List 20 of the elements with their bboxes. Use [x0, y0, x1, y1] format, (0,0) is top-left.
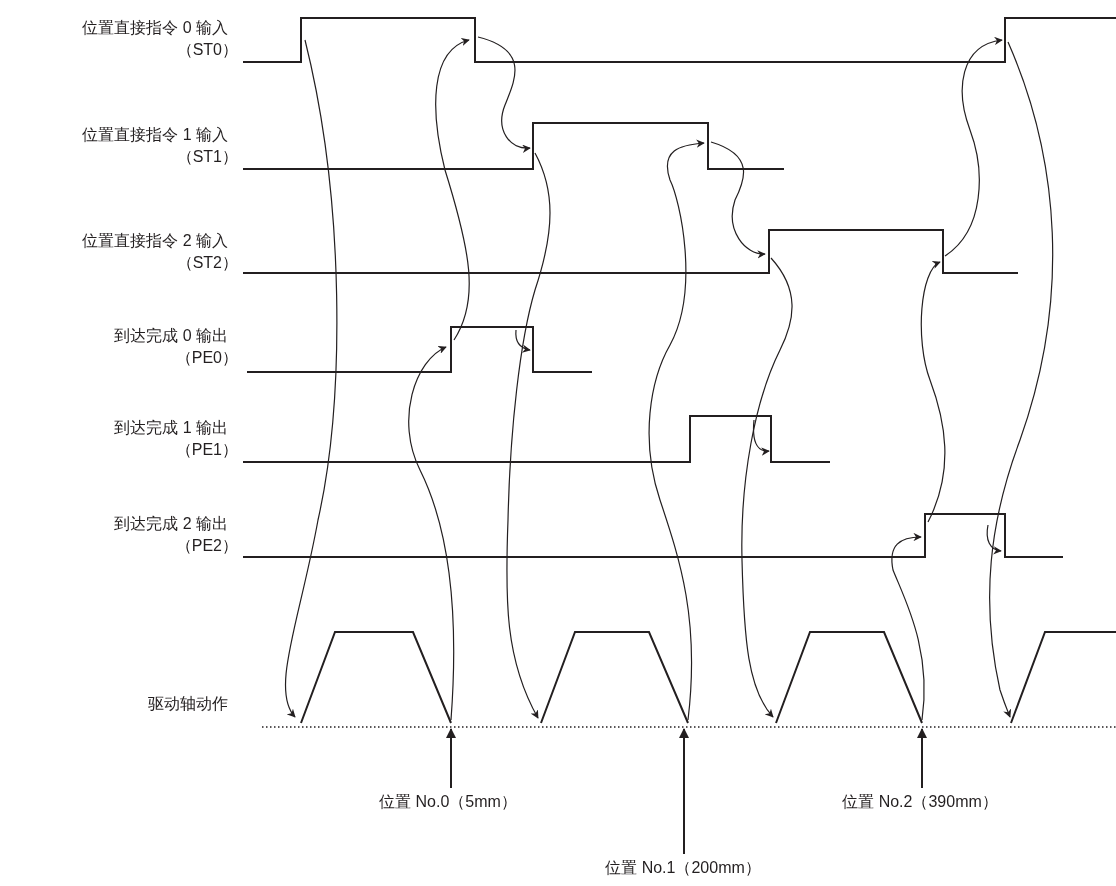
signal-label: 位置直接指令 0 输入	[82, 18, 228, 38]
leader-arrow	[446, 728, 456, 789]
signal-label: 位置直接指令 1 输入	[82, 125, 228, 145]
signal-label: 位置直接指令 2 输入	[82, 231, 228, 251]
signal-label: （PE1）	[175, 440, 238, 460]
signal-label: 驱动轴动作	[148, 694, 228, 714]
signal-label: （PE2）	[175, 536, 238, 556]
signal-label: 到达完成 1 输出	[114, 418, 228, 438]
signal-label: 到达完成 2 输出	[114, 514, 228, 534]
signal-label: （ST0）	[176, 40, 238, 60]
signal-label: （PE0）	[175, 348, 238, 368]
signal-label: 到达完成 0 输出	[114, 326, 228, 346]
motion-profile	[300, 631, 1116, 724]
signal-label: （ST1）	[176, 147, 238, 167]
leader-arrow	[679, 728, 689, 855]
leader-arrow	[917, 728, 927, 789]
signal-label: （ST2）	[176, 253, 238, 273]
position-label: 位置 No.0（5mm）	[379, 792, 517, 812]
position-label: 位置 No.2（390mm）	[842, 792, 998, 812]
position-label: 位置 No.1（200mm）	[605, 858, 761, 878]
